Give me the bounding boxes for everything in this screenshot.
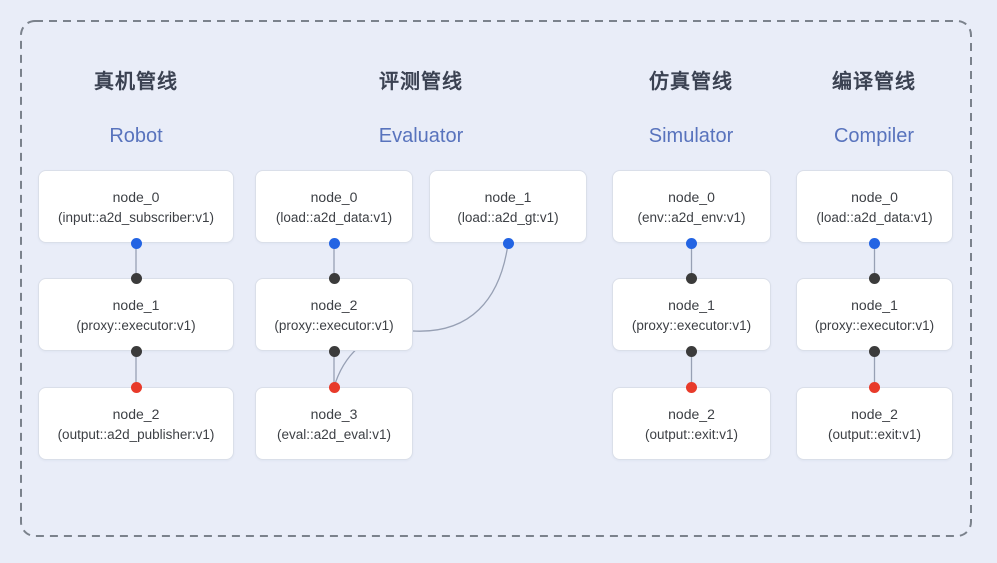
node-type: (env::a2d_env:v1)	[637, 209, 746, 225]
node-name: node_3	[310, 405, 358, 422]
port-dot-blue-evaluator-node0	[328, 237, 340, 249]
node-type: (proxy::executor:v1)	[274, 317, 394, 333]
port-dot-black-simulator-node1-top	[686, 272, 697, 284]
pipeline-header-simulator: 仿真管线 Simulator	[581, 65, 801, 147]
node-type: (output::exit:v1)	[827, 426, 922, 442]
port-dot-blue-robot-node0	[130, 237, 142, 249]
pipeline-header-evaluator: 评测管线 Evaluator	[311, 65, 531, 147]
node-name: node_2	[112, 405, 160, 422]
node-compiler-2: node_2 (output::exit:v1)	[796, 387, 953, 460]
pipeline-title-en: Compiler	[833, 125, 915, 147]
node-name: node_1	[851, 296, 898, 313]
evaluator-gt-curve	[333, 243, 509, 388]
node-type: (output::exit:v1)	[644, 426, 739, 442]
node-simulator-1: node_1 (proxy::executor:v1)	[612, 278, 771, 351]
port-dot-blue-compiler-node0	[869, 237, 880, 249]
node-name: node_1	[112, 296, 160, 313]
port-dot-red-simulator-node2	[686, 381, 697, 393]
pipeline-title-zh: 仿真管线	[649, 71, 733, 93]
pipeline-header-compiler: 编译管线 Compiler	[764, 65, 984, 147]
node-compiler-0: node_0 (load::a2d_data:v1)	[796, 170, 953, 243]
pipeline-title-en: Simulator	[648, 125, 734, 147]
port-dot-black-compiler-node1-top	[869, 272, 880, 284]
node-evaluator-1: node_1 (load::a2d_gt:v1)	[429, 170, 587, 243]
pipeline-title-zh: 评测管线	[379, 71, 463, 93]
pipeline-title-en: Evaluator	[378, 125, 464, 147]
node-name: node_0	[310, 188, 358, 205]
node-name: node_0	[851, 188, 898, 205]
node-type: (input::a2d_subscriber:v1)	[57, 209, 215, 225]
port-dot-black-evaluator-node2-top	[328, 272, 340, 284]
port-dot-black-simulator-node1-bottom	[686, 345, 697, 357]
node-type: (output::a2d_publisher:v1)	[57, 426, 215, 442]
node-type: (load::a2d_gt:v1)	[457, 209, 559, 225]
node-name: node_2	[851, 405, 898, 422]
port-dot-blue-simulator-node0	[686, 237, 697, 249]
node-name: node_0	[112, 188, 160, 205]
node-evaluator-3: node_3 (eval::a2d_eval:v1)	[255, 387, 413, 460]
node-type: (eval::a2d_eval:v1)	[276, 426, 392, 442]
node-name: node_0	[668, 188, 715, 205]
port-dot-black-robot-node1-bottom	[130, 345, 142, 357]
node-name: node_2	[310, 296, 358, 313]
node-type: (load::a2d_data:v1)	[275, 209, 393, 225]
node-robot-2: node_2 (output::a2d_publisher:v1)	[38, 387, 234, 460]
node-evaluator-0: node_0 (load::a2d_data:v1)	[255, 170, 413, 243]
port-dot-black-evaluator-node2-bottom	[328, 345, 340, 357]
pipeline-header-robot: 真机管线 Robot	[26, 65, 246, 147]
port-dot-blue-evaluator-node1	[502, 237, 514, 249]
port-dot-red-compiler-node2	[869, 381, 880, 393]
pipeline-title-en: Robot	[109, 125, 163, 147]
node-simulator-0: node_0 (env::a2d_env:v1)	[612, 170, 771, 243]
pipeline-title-zh: 真机管线	[94, 71, 178, 93]
node-compiler-1: node_1 (proxy::executor:v1)	[796, 278, 953, 351]
port-dot-red-evaluator-node3	[328, 381, 340, 393]
node-type: (proxy::executor:v1)	[76, 317, 196, 333]
port-dot-red-robot-node2	[130, 381, 142, 393]
node-simulator-2: node_2 (output::exit:v1)	[612, 387, 771, 460]
node-name: node_1	[668, 296, 715, 313]
port-dot-black-compiler-node1-bottom	[869, 345, 880, 357]
node-robot-1: node_1 (proxy::executor:v1)	[38, 278, 234, 351]
node-type: (proxy::executor:v1)	[814, 317, 935, 333]
node-robot-0: node_0 (input::a2d_subscriber:v1)	[38, 170, 234, 243]
pipeline-title-zh: 编译管线	[832, 71, 916, 93]
node-name: node_2	[668, 405, 715, 422]
node-name: node_1	[484, 188, 532, 205]
node-type: (proxy::executor:v1)	[631, 317, 752, 333]
port-dot-black-robot-node1-top	[130, 272, 142, 284]
node-type: (load::a2d_data:v1)	[816, 209, 933, 225]
node-evaluator-2: node_2 (proxy::executor:v1)	[255, 278, 413, 351]
